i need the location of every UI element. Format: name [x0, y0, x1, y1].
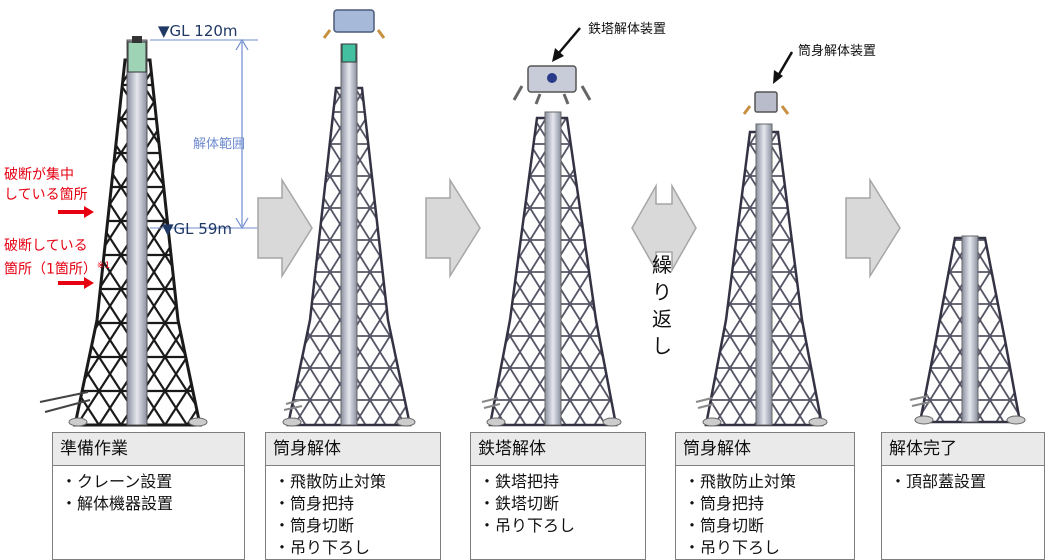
tower-stack-dismantling — [282, 9, 416, 427]
level-top-label: ▼GL 120m — [158, 22, 238, 40]
stage-3-item: ・鉄塔切断 — [479, 494, 560, 513]
rupture-single-line2: 箇所（1箇所）※1 — [4, 256, 110, 280]
rupture-single-text: 箇所（1箇所） — [4, 261, 97, 278]
tower-stack-dismantling-repeat — [695, 91, 828, 427]
stage-4-item: ・吊り下ろし — [684, 538, 781, 557]
stage-2-item: ・吊り下ろし — [274, 538, 371, 557]
stage-2-items: ・飛散防止対策 ・筒身把持 ・筒身切断 ・吊り下ろし — [266, 466, 440, 559]
repeat-char-2: り — [652, 280, 672, 304]
stage-5-title: 解体完了 — [882, 433, 1044, 466]
stage-5-item: ・頂部蓋設置 — [890, 472, 987, 491]
rupture-single-label: 破断している 箇所（1箇所）※1 — [4, 236, 110, 280]
tower-lattice-dismantling — [481, 65, 622, 427]
stage-1-box: 準備作業 ・クレーン設置 ・解体機器設置 — [52, 432, 245, 560]
red-arrows — [58, 206, 94, 289]
stage-5-items: ・頂部蓋設置 — [882, 466, 1044, 493]
stage-5-box: 解体完了 ・頂部蓋設置 — [881, 432, 1045, 560]
level-markers — [150, 38, 258, 230]
stage-4-item: ・飛散防止対策 — [684, 472, 797, 491]
repeat-char-4: し — [652, 334, 672, 358]
stage-3-title: 鉄塔解体 — [471, 433, 645, 466]
stage-3-item: ・吊り下ろし — [479, 516, 576, 535]
stage-1-title: 準備作業 — [53, 433, 244, 466]
tower-device-callout: 鉄塔解体装置 — [588, 22, 667, 37]
process-arrows — [257, 177, 901, 279]
stage-2-title: 筒身解体 — [266, 433, 440, 466]
repeat-char-1: 繰 — [652, 253, 672, 277]
rupture-concentrated-label: 破断が集中 している箇所 — [4, 165, 88, 205]
repeat-char-3: 返 — [652, 307, 672, 331]
stage-1-item: ・クレーン設置 — [61, 472, 173, 491]
stage-4-box: 筒身解体 ・飛散防止対策 ・筒身把持 ・筒身切断 ・吊り下ろし — [675, 432, 855, 560]
stage-2-item: ・筒身切断 — [274, 516, 355, 535]
rupture-single-note: ※1 — [96, 261, 111, 271]
level-bottom-label: ▼GL 59m — [162, 220, 232, 238]
rupture-concentrated-line2: している箇所 — [4, 187, 88, 203]
tower-initial — [39, 36, 208, 427]
stage-1-item: ・解体機器設置 — [61, 494, 174, 513]
rupture-single-line1: 破断している — [4, 238, 88, 254]
dismantle-range-label: 解体範囲 — [193, 137, 246, 152]
stage-2-item: ・飛散防止対策 — [274, 472, 387, 491]
stage-4-items: ・飛散防止対策 ・筒身把持 ・筒身切断 ・吊り下ろし — [676, 466, 854, 559]
rupture-concentrated-line1: 破断が集中 — [4, 167, 74, 183]
stage-3-box: 鉄塔解体 ・鉄塔把持 ・鉄塔切断 ・吊り下ろし — [470, 432, 646, 560]
tower-completed — [909, 235, 1026, 425]
stage-4-title: 筒身解体 — [676, 433, 854, 466]
stage-4-item: ・筒身切断 — [684, 516, 765, 535]
stage-2-item: ・筒身把持 — [274, 494, 355, 513]
callout-arrows — [552, 27, 794, 84]
repeat-label: 繰 り 返 し — [648, 252, 676, 360]
stage-3-item: ・鉄塔把持 — [479, 472, 560, 491]
stage-2-box: 筒身解体 ・飛散防止対策 ・筒身把持 ・筒身切断 ・吊り下ろし — [265, 432, 441, 560]
cylinder-device-callout: 筒身解体装置 — [798, 44, 877, 59]
stage-4-item: ・筒身把持 — [684, 494, 765, 513]
stage-1-items: ・クレーン設置 ・解体機器設置 — [53, 466, 244, 515]
stage-3-items: ・鉄塔把持 ・鉄塔切断 ・吊り下ろし — [471, 466, 645, 537]
